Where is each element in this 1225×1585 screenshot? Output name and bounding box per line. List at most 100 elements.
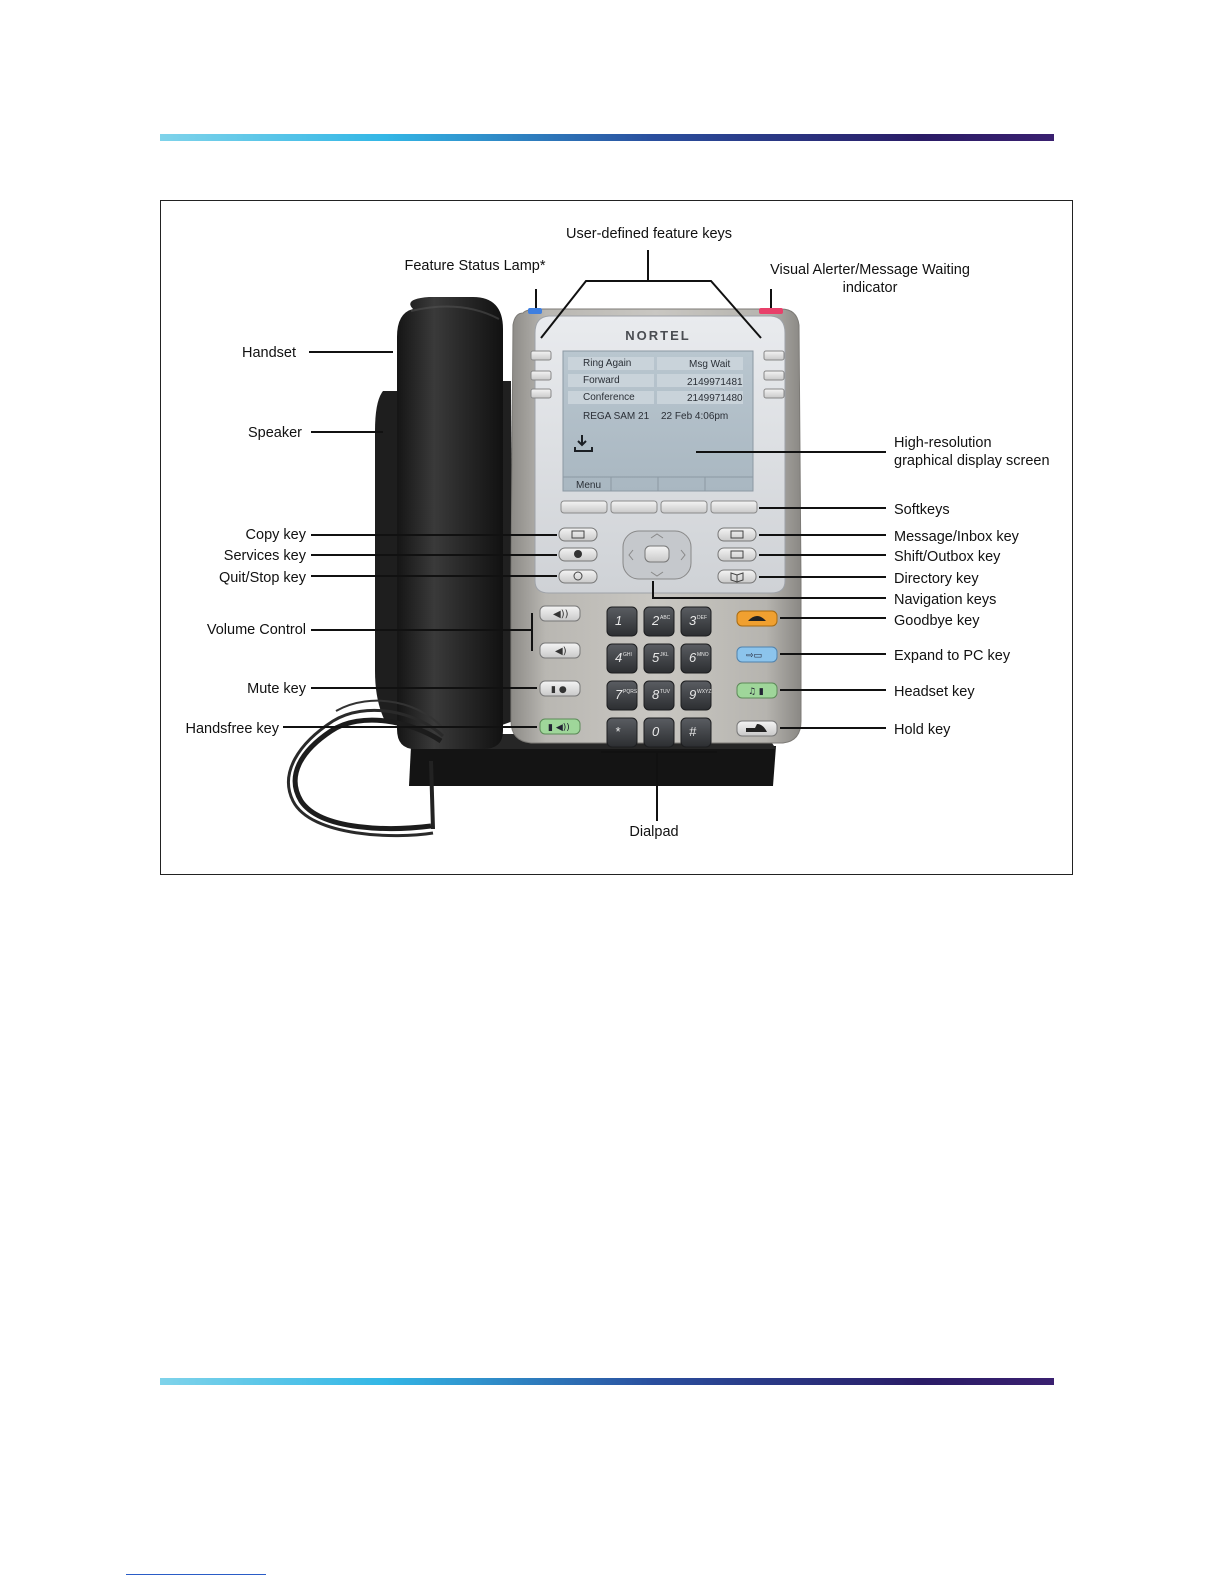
dialpad-digit: 3	[689, 613, 697, 628]
dialpad-letters: PQRS	[623, 689, 638, 695]
label-handsfree-key: Handsfree key	[186, 721, 280, 737]
volume-up-key[interactable]	[539, 605, 581, 622]
callout-lines	[283, 250, 886, 821]
outbox-icon	[730, 550, 744, 559]
dialpad-key-5[interactable]	[643, 643, 675, 674]
dialpad-key-3[interactable]	[680, 606, 712, 637]
headset-key[interactable]	[736, 682, 778, 699]
dialpad-key-8[interactable]	[643, 680, 675, 711]
download-icon	[574, 435, 593, 452]
handsfree-icon: ▮ ◀))	[548, 723, 570, 733]
mute-icon: ▮ ●	[551, 685, 567, 695]
feature-key-right-3[interactable]	[763, 388, 785, 399]
nav-right-icon	[680, 549, 686, 561]
feature-key-left-1[interactable]	[530, 350, 552, 361]
screen-row-2-right: 2149971481	[687, 377, 743, 388]
feature-key-left-3[interactable]	[530, 388, 552, 399]
label-feature-status-lamp: Feature Status Lamp*	[404, 258, 545, 274]
screen-status-left: REGA SAM 21	[583, 411, 650, 422]
volume-down-icon: ◀)	[555, 646, 567, 657]
label-shift-outbox-key: Shift/Outbox key	[894, 549, 1001, 565]
dialpad-digit: *	[615, 724, 621, 739]
dialpad-digit: #	[689, 724, 697, 739]
label-copy-key: Copy key	[246, 527, 307, 543]
navigation-select-key[interactable]	[644, 545, 670, 563]
shift-outbox-key[interactable]	[717, 547, 757, 562]
screen-softkey-menu: Menu	[576, 480, 601, 491]
label-hold-key: Hold key	[894, 722, 951, 738]
label-softkeys: Softkeys	[894, 502, 950, 518]
headset-icon: ♫ ▮	[748, 687, 764, 697]
dialpad-letters: WXYZ	[697, 689, 711, 695]
label-goodbye-key: Goodbye key	[894, 613, 980, 629]
handset-cord	[287, 699, 448, 838]
dialpad-digit: 2	[651, 613, 660, 628]
brand-logo: NORTEL	[625, 328, 690, 343]
softkey-1[interactable]	[560, 500, 608, 514]
visual-alerter-lamp	[759, 308, 783, 314]
label-quit-stop-key: Quit/Stop key	[219, 570, 307, 586]
mute-key[interactable]	[539, 680, 581, 697]
dialpad-letters: MNO	[697, 652, 709, 658]
nav-left-icon	[628, 549, 634, 561]
label-user-defined-feature-keys: User-defined feature keys	[566, 226, 732, 242]
quit-stop-key[interactable]	[558, 569, 598, 584]
dialpad-key-4[interactable]	[606, 643, 638, 674]
dialpad-digit: 8	[652, 687, 660, 702]
feature-key-right-1[interactable]	[763, 350, 785, 361]
expand-to-pc-key[interactable]	[736, 646, 778, 663]
label-visual-alerter-line2: indicator	[843, 280, 898, 296]
handset	[397, 297, 503, 749]
dialpad-key-2[interactable]	[643, 606, 675, 637]
dialpad-key-6[interactable]	[680, 643, 712, 674]
dialpad-digit: 6	[689, 650, 697, 665]
screen-status-right: 22 Feb 4:06pm	[661, 411, 728, 422]
display-screen: Ring Again Msg Wait Forward 2149971481 C…	[562, 350, 754, 492]
softkey-3[interactable]	[660, 500, 708, 514]
dialpad-letters: GHI	[623, 652, 632, 658]
label-dialpad: Dialpad	[629, 824, 678, 840]
screen-row-2-left: Forward	[583, 375, 620, 386]
dialpad-letters: ABC	[660, 615, 671, 621]
copy-icon	[571, 530, 585, 539]
expand-to-pc-icon: ⇨▭	[746, 651, 762, 661]
feature-key-right-2[interactable]	[763, 370, 785, 381]
nav-up-icon	[650, 533, 664, 539]
figure-frame: NORTEL Ring Again Msg Wait Forward 21499…	[160, 200, 1073, 875]
label-high-res-line1: High-resolution	[894, 435, 992, 451]
volume-control[interactable]: ◀)) ◀)	[539, 605, 581, 659]
dialpad-key-hash[interactable]	[680, 717, 712, 748]
screen-row-3-right: 2149971480	[687, 393, 743, 404]
dialpad-digit: 4	[615, 650, 622, 665]
bottom-rule	[160, 1378, 1054, 1385]
dialpad-letters: DEF	[697, 615, 707, 621]
quit-icon	[573, 571, 583, 581]
copy-key[interactable]	[558, 527, 598, 542]
handsfree-key[interactable]	[539, 718, 581, 735]
dialpad-letters: JKL	[660, 652, 669, 658]
volume-up-icon: ◀))	[553, 609, 569, 620]
phone-diagram: NORTEL Ring Again Msg Wait Forward 21499…	[186, 226, 1050, 840]
dialpad-key-0[interactable]	[643, 717, 675, 748]
label-expand-to-pc-key: Expand to PC key	[894, 648, 1011, 664]
label-navigation-keys: Navigation keys	[894, 592, 996, 608]
label-directory-key: Directory key	[894, 571, 979, 587]
feature-key-left-2[interactable]	[530, 370, 552, 381]
dialpad-key-9[interactable]	[680, 680, 712, 711]
softkey-2[interactable]	[610, 500, 658, 514]
callout-labels: User-defined feature keys Feature Status…	[186, 226, 1050, 840]
message-inbox-key[interactable]	[717, 527, 757, 542]
services-icon	[574, 550, 582, 558]
label-handset: Handset	[242, 345, 296, 361]
dialpad-key-star[interactable]	[606, 717, 638, 748]
volume-down-key[interactable]	[539, 642, 581, 659]
book-icon	[730, 572, 744, 583]
navigation-cluster[interactable]	[622, 530, 692, 580]
goodbye-icon	[748, 616, 766, 621]
footer-link-underline	[126, 1574, 266, 1575]
dialpad-digit: 5	[652, 650, 660, 665]
softkey-4[interactable]	[710, 500, 758, 514]
dialpad-key-7[interactable]	[606, 680, 638, 711]
dialpad-key-1[interactable]	[606, 606, 638, 637]
